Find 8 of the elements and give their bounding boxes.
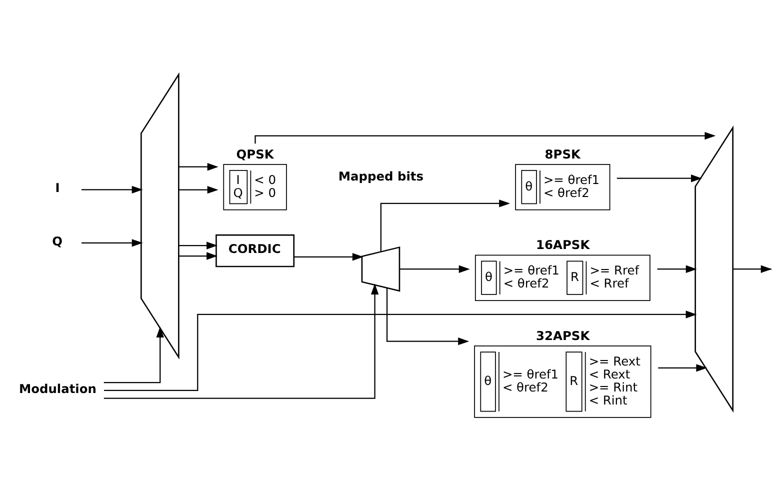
node-text: Modulation [18, 382, 96, 396]
node-label: 32APSK [536, 328, 590, 343]
node-label: 16APSK [536, 238, 590, 252]
node-label: QPSK [236, 147, 274, 162]
node-text: I [55, 181, 60, 196]
label: Mapped bits [338, 170, 424, 184]
node-label: 8PSK [544, 147, 580, 162]
node-text: Q [52, 234, 63, 248]
